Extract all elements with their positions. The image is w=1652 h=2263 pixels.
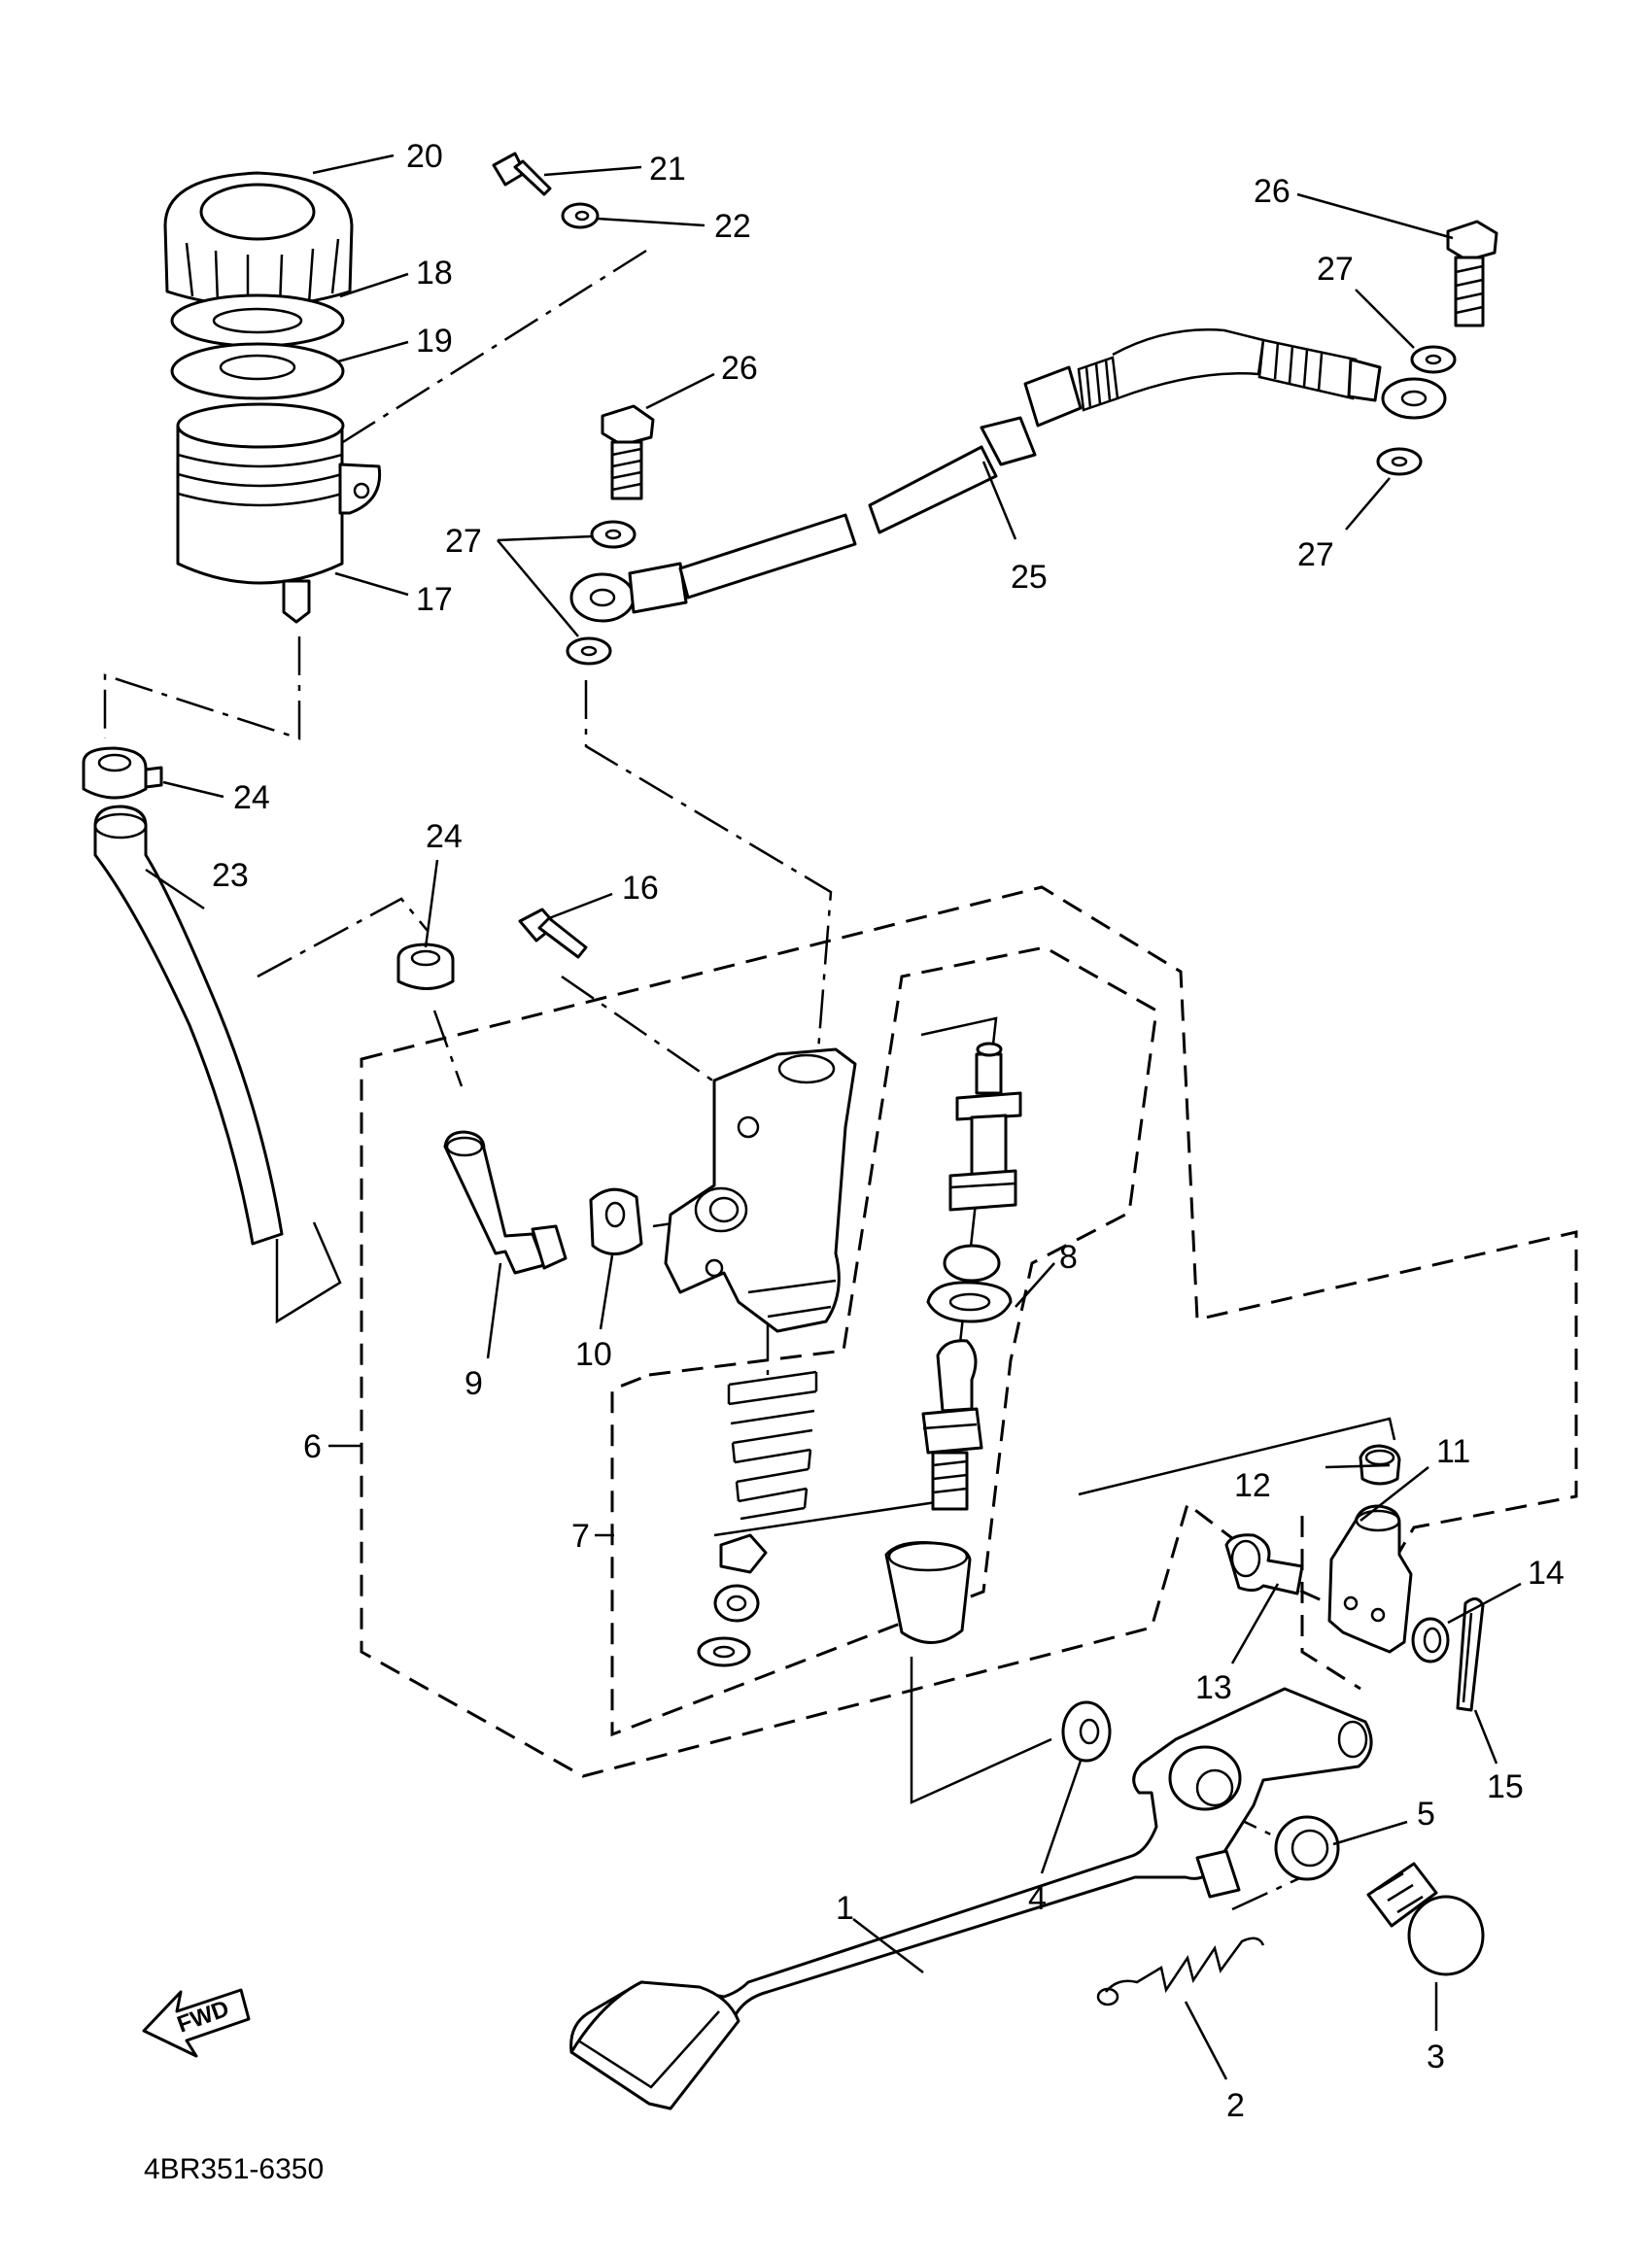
- piston-assembly-8: [926, 1042, 1022, 1323]
- callout-25: 25: [1011, 559, 1048, 596]
- brake-hose-25: [569, 328, 1447, 623]
- kit-12-boundary: [1078, 1417, 1396, 1496]
- washers-27: [566, 345, 1457, 666]
- clevis-11: [1327, 1504, 1413, 1654]
- alignment-line-22: [334, 249, 647, 449]
- fwd-arrow-icon: FWD: [142, 1988, 251, 2058]
- reservoir-tank-17: [176, 402, 382, 624]
- grommet-10: [589, 1187, 643, 1255]
- washer-5: [1274, 1815, 1340, 1881]
- callout-10: 10: [575, 1336, 612, 1373]
- callout-9: 9: [465, 1365, 483, 1402]
- callout-2: 2: [1226, 2087, 1245, 2124]
- callout-27-right-bottom: 27: [1297, 536, 1334, 573]
- callout-labels: 20 18 19 17 21 22 26 26 27 27 27 25 24 2…: [212, 138, 1565, 2124]
- callout-5: 5: [1417, 1796, 1435, 1833]
- washer-14: [1411, 1617, 1450, 1663]
- washer-22: [561, 202, 600, 229]
- callout-22: 22: [714, 208, 751, 245]
- callout-18: 18: [416, 255, 453, 291]
- callout-6: 6: [303, 1428, 322, 1465]
- alignment-line-9: [432, 1010, 464, 1087]
- alignment-line-16: [561, 975, 722, 1088]
- brake-pedal-1: [569, 1687, 1373, 2110]
- kit-12-boundary-b: [1300, 1516, 1361, 1691]
- cotter-pin-15: [1456, 1597, 1485, 1712]
- callout-26-left: 26: [721, 350, 758, 387]
- callout-20: 20: [406, 138, 443, 175]
- callout-27-right-top: 27: [1317, 251, 1354, 288]
- diagram-code: 4BR351-6350: [144, 2153, 324, 2185]
- callout-16: 16: [622, 870, 659, 907]
- bolt-16: [518, 908, 588, 959]
- alignment-line-23b: [275, 1221, 342, 1324]
- callout-23: 23: [212, 857, 249, 894]
- union-bolt-26-right: [1446, 220, 1498, 327]
- alignment-line-17-24: [103, 636, 301, 740]
- callout-4: 4: [1028, 1880, 1047, 1917]
- alignment-line-boot: [910, 1657, 1052, 1804]
- callout-14: 14: [1528, 1555, 1565, 1592]
- return-spring: [727, 1370, 818, 1521]
- master-cylinder-body: [664, 1047, 857, 1333]
- callout-26-right: 26: [1254, 173, 1291, 210]
- pushrod: [921, 1339, 983, 1511]
- callout-13: 13: [1195, 1669, 1232, 1706]
- assembly-7-boundary: [610, 945, 1158, 1737]
- clevis-pin-13: [1224, 1533, 1304, 1595]
- callout-12: 12: [1234, 1467, 1271, 1504]
- reservoir-plate-19: [170, 342, 345, 400]
- leader-lines: [145, 154, 1522, 2080]
- dust-boot: [884, 1541, 972, 1644]
- inlet-hose-fitting-9: [443, 1130, 568, 1275]
- callout-17: 17: [416, 581, 453, 618]
- spring-seat: [697, 1533, 768, 1667]
- callout-15: 15: [1487, 1768, 1524, 1805]
- callout-24-lower: 24: [426, 818, 463, 855]
- reservoir-diaphragm-18: [170, 293, 345, 348]
- screw-21: [492, 152, 552, 196]
- alignment-line-23: [257, 897, 429, 978]
- reservoir-cap-20: [163, 171, 354, 308]
- hose-clamp-24-lower: [396, 943, 455, 990]
- hose-clamp-24-upper: [82, 746, 163, 800]
- callout-27-left: 27: [445, 523, 482, 560]
- callout-24-upper: 24: [233, 779, 270, 816]
- washer-4: [1061, 1700, 1112, 1763]
- callout-19: 19: [416, 323, 453, 360]
- hose-23: [93, 805, 284, 1246]
- callout-11: 11: [1436, 1433, 1470, 1470]
- callout-1: 1: [836, 1890, 854, 1927]
- union-bolt-26-left: [601, 404, 655, 500]
- callout-3: 3: [1427, 2039, 1445, 2075]
- alignment-line-27-cylinder: [584, 680, 833, 1101]
- callout-21: 21: [649, 151, 686, 188]
- callout-8: 8: [1059, 1239, 1078, 1276]
- alignment-line-2: [1223, 1810, 1334, 1911]
- return-spring-2: [1096, 1937, 1265, 2006]
- pivot-bolt-3: [1366, 1862, 1485, 1976]
- callout-7: 7: [571, 1518, 590, 1555]
